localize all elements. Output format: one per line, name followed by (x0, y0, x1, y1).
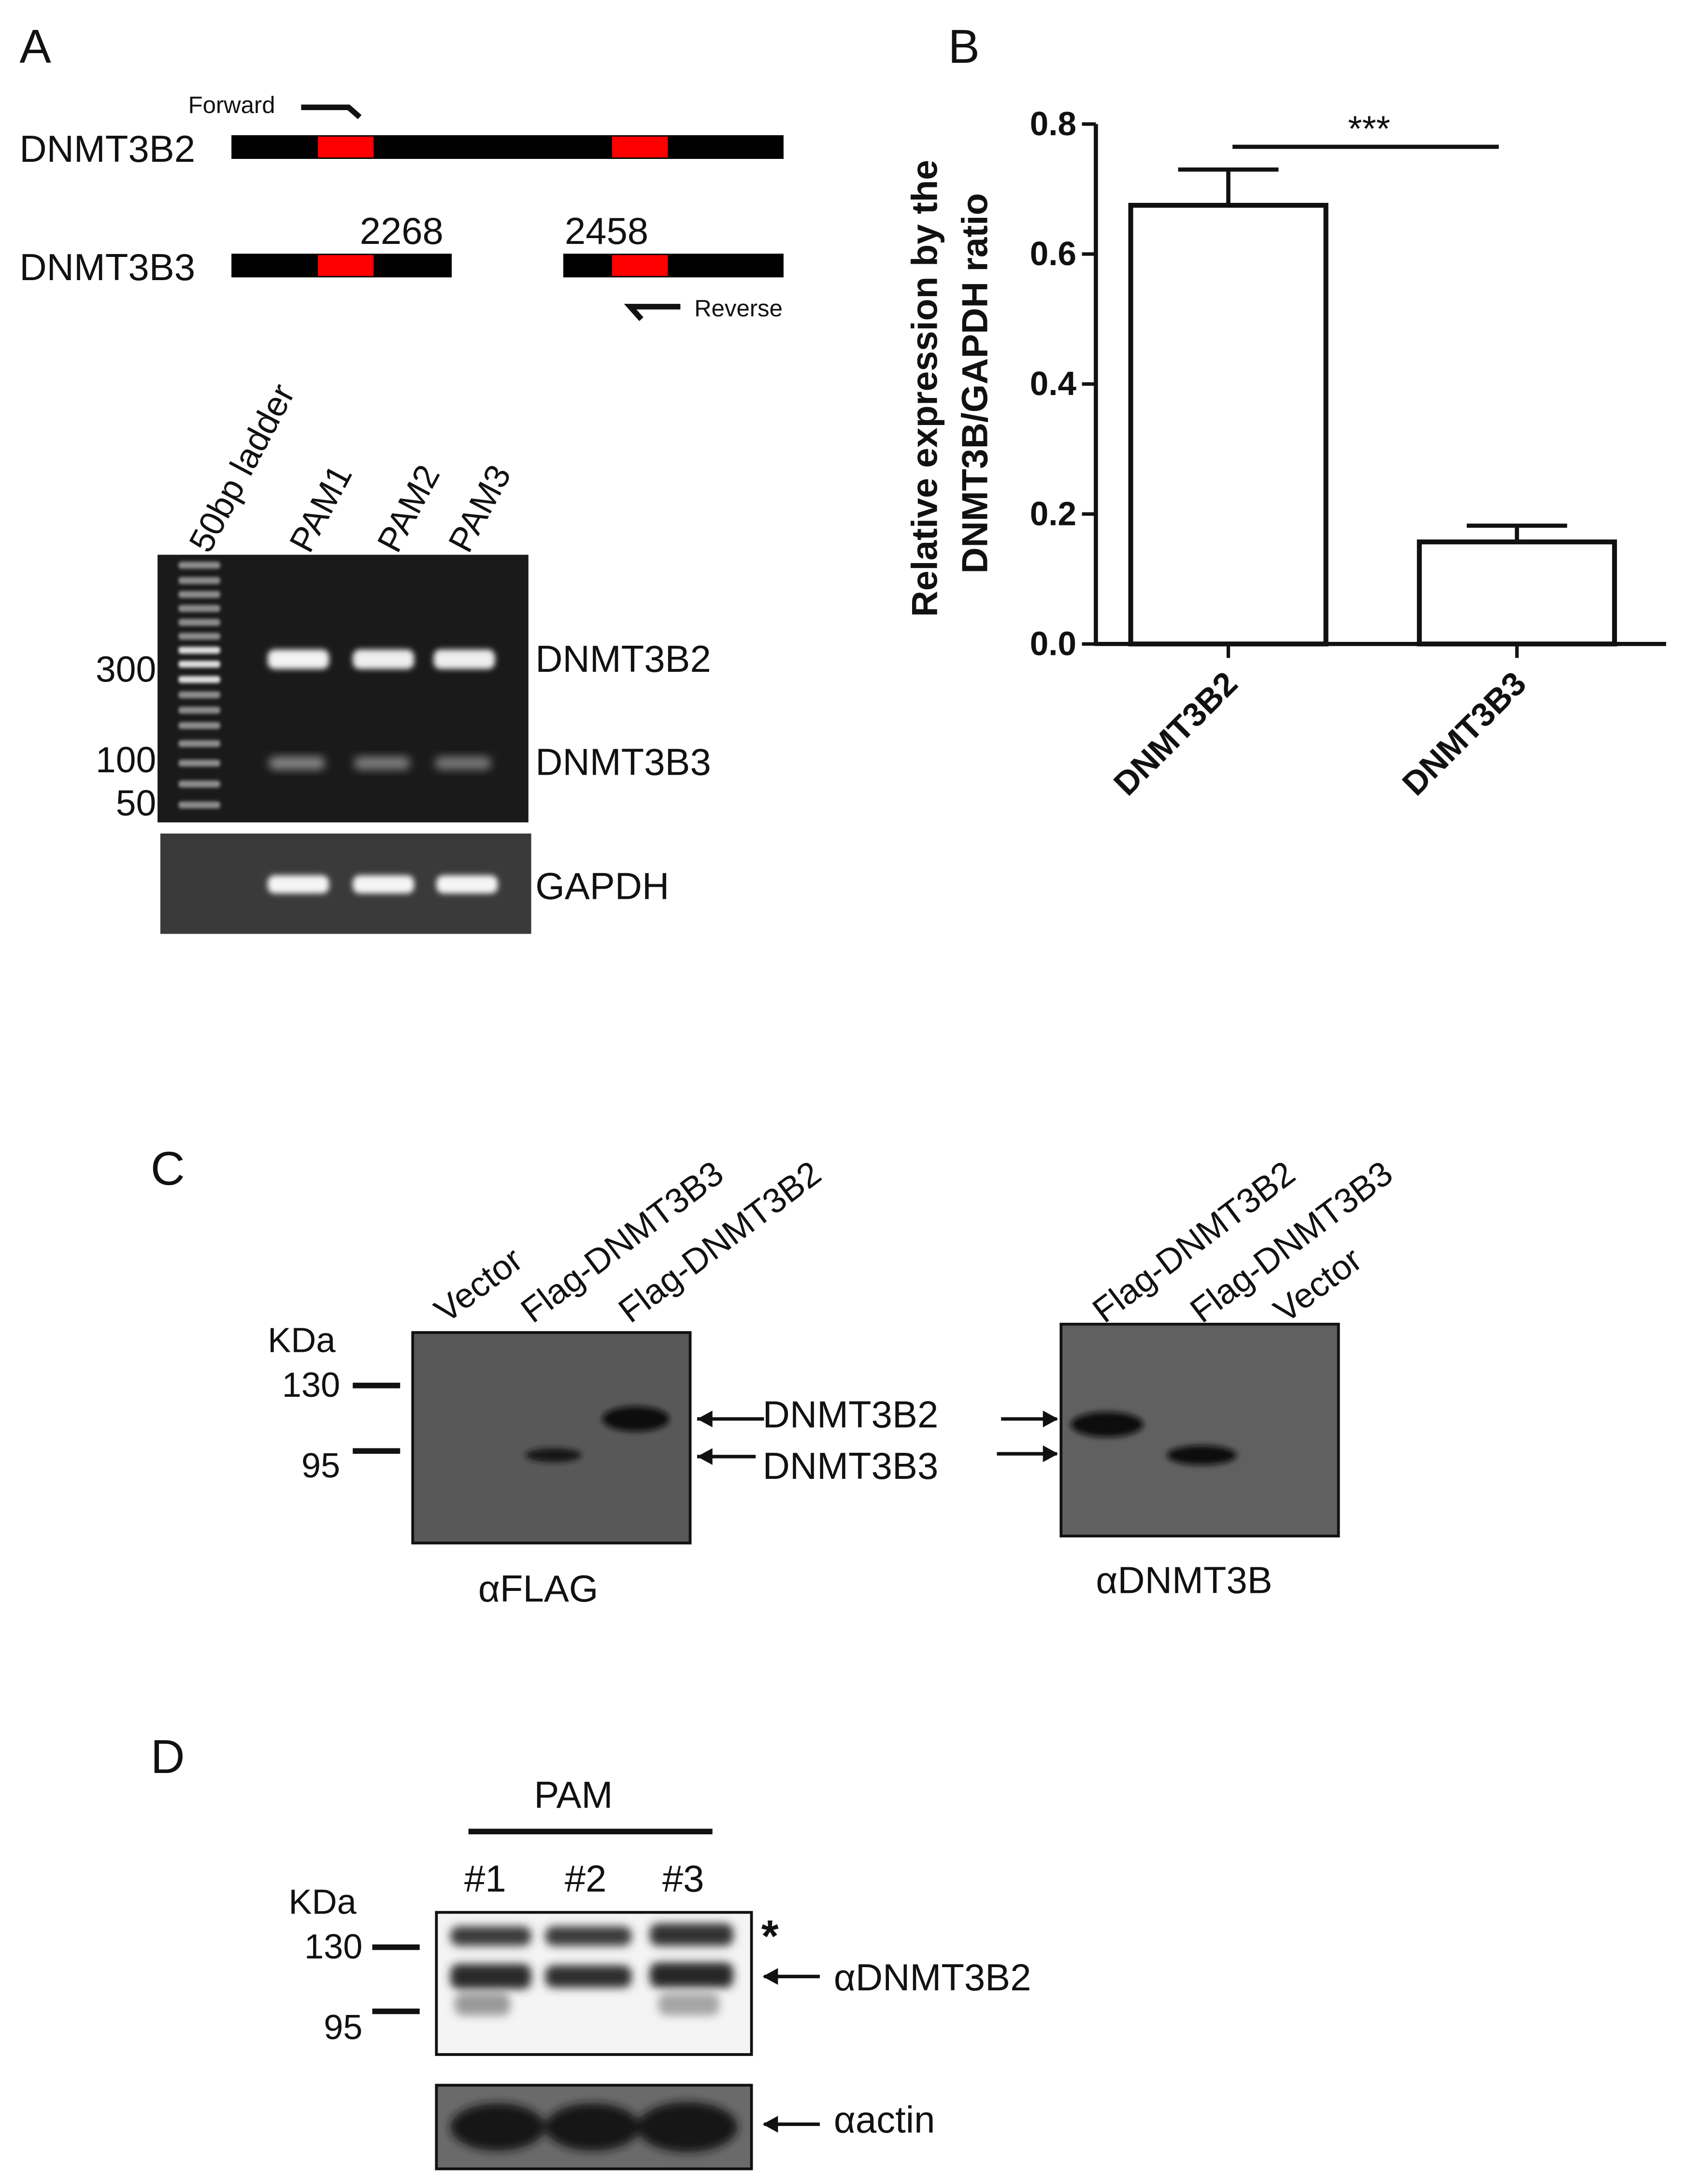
size-marker-50: 50 (116, 782, 156, 823)
d-arrowhead-dnmt3b2 (762, 1968, 778, 1985)
c-arrowhead-right-b3 (1043, 1445, 1058, 1462)
y-tick-label: 0.2 (1030, 495, 1076, 532)
d-antibody-actin: αactin (834, 2099, 935, 2141)
bar-dnmt3b3 (1416, 539, 1617, 647)
d-asterisk: * (761, 1911, 779, 1961)
b3-exon-highlight-2 (612, 255, 668, 276)
panel-b-letter: B (948, 20, 979, 73)
c-antibody-flag: αFLAG (478, 1567, 599, 1610)
x-tick-label-dnmt3b3: DNMT3B3 (1395, 664, 1533, 802)
b2-transcript-bar (231, 135, 784, 159)
d-marker-130: 130 (304, 1928, 362, 1966)
ladder-band (178, 691, 220, 698)
gel-band-label-gapdh: GAPDH (535, 865, 669, 907)
forward-primer-label: Forward (188, 92, 275, 118)
c-arrowhead-right-b2 (1043, 1410, 1058, 1428)
ladder-band (178, 707, 220, 714)
ladder-band (178, 605, 220, 612)
d-marker-95: 95 (324, 2008, 362, 2047)
panel-d-letter: D (151, 1730, 185, 1783)
d-top-blot (435, 1911, 753, 2056)
b2-bands (268, 649, 495, 669)
ladder-band (178, 577, 220, 584)
ladder-band (178, 633, 220, 640)
b3-exon-highlight-1 (318, 255, 374, 276)
isoform-b2-label: DNMT3B2 (19, 128, 195, 170)
x-tick-label-dnmt3b2: DNMT3B2 (1106, 664, 1244, 802)
c-marker-95: 95 (301, 1447, 340, 1485)
gapdh-gel (160, 833, 531, 934)
ladder-band (178, 660, 220, 668)
panel-c: C Vector Flag-DNMT3B3 Flag-DNMT3B2 KDa 1… (151, 1142, 1400, 1610)
y-tick-label: 0.8 (1030, 105, 1076, 142)
junction-right-label: 2458 (565, 210, 648, 252)
lane-label-pam2: PAM2 (370, 459, 447, 558)
b3-transcript-bar-right (563, 254, 784, 278)
ladder-band (178, 591, 220, 598)
panel-a: A Forward DNMT3B2 2268 2458 DNMT3B3 Reve… (19, 20, 784, 934)
c-kda-label: KDa (268, 1321, 336, 1360)
junction-left-label: 2268 (360, 210, 443, 252)
y-tick-label: 0.4 (1030, 365, 1077, 402)
isoform-b3-label: DNMT3B3 (19, 246, 195, 288)
y-axis-title-line-2: DNMT3B/GAPDH ratio (954, 193, 995, 574)
gel-band-label-b3: DNMT3B3 (535, 741, 711, 783)
ladder-band (178, 722, 220, 729)
b3-bands (269, 757, 491, 770)
ladder-band (178, 780, 220, 788)
c-band-label-b3: DNMT3B3 (763, 1445, 939, 1487)
c-arrowhead-left-b2 (697, 1410, 713, 1428)
ladder-band (178, 562, 220, 569)
y-tick-label: 0.0 (1030, 624, 1076, 662)
c-arrowhead-left-b3 (697, 1448, 713, 1465)
panel-d: D PAM #1 #2 #3 KDa 130 95 * αDNMT3 (151, 1730, 1031, 2170)
d-lane-1: #1 (464, 1857, 506, 1900)
ladder-bands (178, 562, 220, 808)
y-axis-title: Relative expression by the DNMT3B/GAPDH … (904, 150, 995, 617)
reverse-primer-arrow (624, 304, 681, 321)
ladder-band (178, 676, 220, 683)
panel-c-letter: C (151, 1142, 185, 1195)
gel-band-label-b2: DNMT3B2 (535, 638, 711, 680)
ladder-band (178, 647, 220, 654)
y-axis-title-line-1: Relative expression by the (904, 160, 944, 617)
panel-a-letter: A (19, 20, 51, 73)
c-left-blot (411, 1331, 692, 1545)
y-tick-label: 0.6 (1030, 235, 1076, 272)
d-group-label: PAM (534, 1773, 613, 1816)
agarose-gel (157, 554, 529, 823)
ladder-band (178, 801, 220, 808)
significance-stars: *** (1348, 108, 1390, 149)
d-lane-3: #3 (662, 1857, 704, 1900)
c-marker-130: 130 (282, 1366, 340, 1404)
d-arrowhead-actin (762, 2115, 778, 2133)
forward-primer-arrow (301, 104, 362, 119)
d-lane-2: #2 (565, 1857, 607, 1900)
size-marker-100: 100 (96, 739, 156, 780)
c-antibody-dnmt3b: αDNMT3B (1096, 1559, 1272, 1602)
ladder-band (178, 619, 220, 626)
lane-label-pam3: PAM3 (441, 459, 518, 558)
bar-dnmt3b2 (1128, 203, 1329, 647)
size-marker-300: 300 (96, 649, 156, 689)
d-bottom-blot (435, 2084, 753, 2170)
panel-b: B Relative expression by the DNMT3B/GAPD… (904, 20, 1666, 803)
c-left-lane-vector: Vector (428, 1240, 529, 1331)
lane-label-ladder: 50bp ladder (182, 378, 302, 558)
c-right-blot (1059, 1322, 1340, 1538)
ladder-band (178, 759, 220, 767)
reverse-primer-label: Reverse (694, 296, 783, 322)
c-band-label-b2: DNMT3B2 (763, 1393, 939, 1435)
b2-exon-highlight-1 (318, 136, 374, 158)
d-antibody-dnmt3b2: αDNMT3B2 (834, 1956, 1031, 1999)
b2-exon-highlight-2 (612, 136, 668, 158)
d-kda-label: KDa (288, 1883, 357, 1921)
ladder-band (178, 740, 220, 747)
lane-label-pam1: PAM1 (282, 459, 359, 558)
